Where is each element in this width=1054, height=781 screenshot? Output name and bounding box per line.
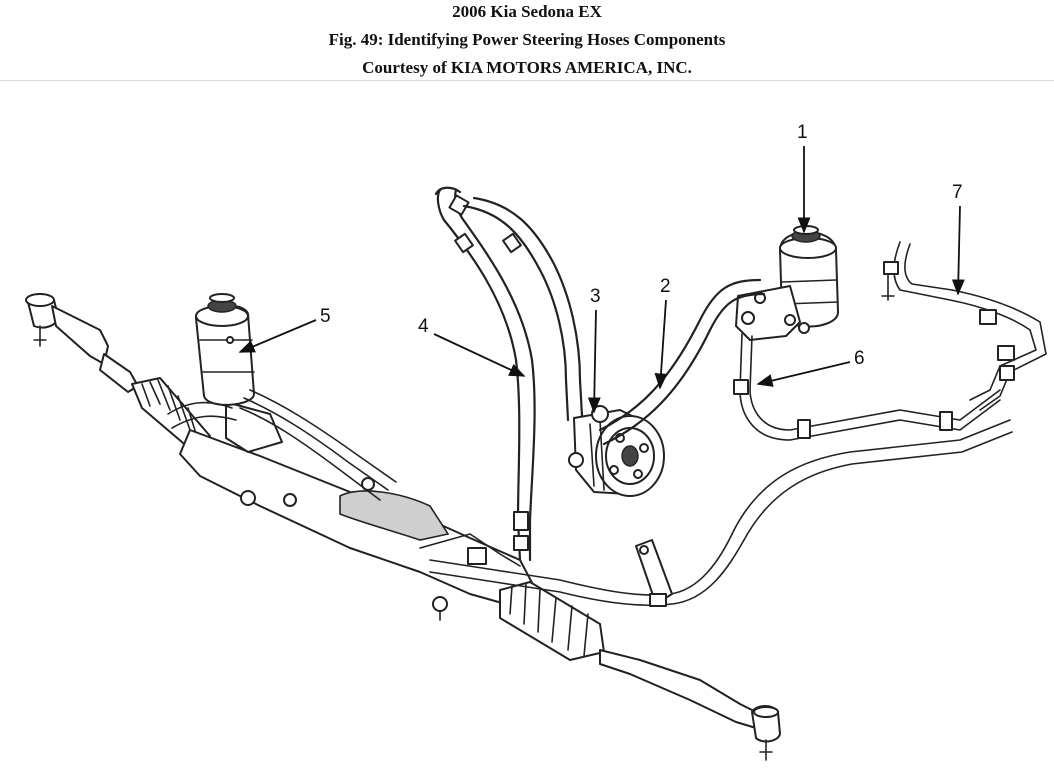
mount-bolt [432,596,448,612]
mount-bolt [240,490,256,506]
callout-1: 1 [797,122,811,234]
callout-5: 5 [238,306,331,353]
callout-3: 3 [587,286,601,414]
right-tie-rod-ball [753,706,779,718]
reservoir-bracket [735,285,801,341]
callout-2: 2 [654,276,671,390]
document-title: 2006 Kia Sedona EX [452,2,602,21]
power-steering-pump [568,405,665,497]
line-bracket [635,539,673,605]
gear-feed-lines [167,389,521,567]
left-tie-rod-ball [25,293,55,307]
figure-caption: Fig. 49: Identifying Power Steering Hose… [328,30,726,49]
svg-text:7: 7 [952,182,963,203]
left-tie-rod [51,305,109,365]
reservoir [735,225,839,341]
reservoir-hose-2 [598,278,766,446]
svg-text:4: 4 [418,316,429,337]
power-steering-diagram: 1 2 3 4 5 6 7 [25,122,1047,761]
pressure-hose-4 [434,186,536,562]
figure-header: 2006 Kia Sedona EX Fig. 49: Identifying … [0,0,1054,81]
return-tube-6 [733,333,1001,441]
svg-text:5: 5 [320,306,331,327]
svg-text:6: 6 [854,348,865,369]
svg-text:3: 3 [590,286,601,307]
callout-6: 6 [756,348,865,387]
cooler-tube-7 [881,241,1047,411]
steering-gear-rack [25,293,781,761]
callout-7: 7 [951,182,965,296]
mount-bolt [283,493,297,507]
svg-text:2: 2 [660,276,671,297]
courtesy-line: Courtesy of KIA MOTORS AMERICA, INC. [362,58,692,77]
return-line [429,419,1013,607]
steering-input-joint [195,293,255,406]
suction-hose-3 [462,196,584,422]
svg-text:1: 1 [797,122,808,143]
right-tie-rod [599,649,761,729]
pinion-housing [225,401,283,453]
callout-4: 4 [418,316,526,377]
right-boot [499,581,605,661]
